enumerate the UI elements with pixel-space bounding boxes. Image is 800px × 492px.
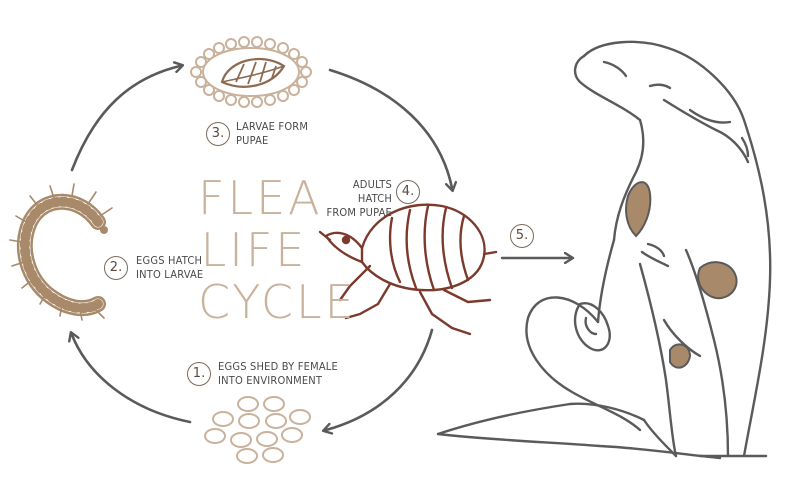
step-2-number-badge: 2. — [104, 256, 128, 280]
step-4-label: ADULTS HATCH FROM PUPAE — [316, 178, 392, 220]
step-1-number-badge: 1. — [187, 362, 211, 386]
step-5-number-badge: 5. — [510, 224, 534, 248]
step-1-label-line-1: EGGS SHED BY FEMALE — [218, 360, 338, 373]
cycle-arrow-icon — [70, 66, 180, 172]
step-4-label-line-2: FROM PUPAE — [326, 206, 392, 219]
step-3-number-badge: 3. — [206, 122, 230, 146]
step-1-label: EGGS SHED BY FEMALE INTO ENVIRONMENT — [218, 360, 338, 388]
cycle-arrow-icon — [328, 68, 452, 188]
step-3-label: LARVAE FORM PUPAE — [236, 120, 308, 148]
dog-spot — [625, 181, 738, 369]
step-2-label-line-2: INTO LARVAE — [136, 268, 204, 281]
larva-icon — [9, 183, 113, 321]
cycle-arrow-icon — [326, 328, 434, 430]
step-1-label-line-2: INTO ENVIRONMENT — [218, 374, 323, 387]
cycle-arrow-icon — [72, 335, 192, 424]
diagram-title: FLEA LIFE CYCLE — [198, 171, 357, 329]
dog-illustration — [436, 40, 772, 460]
step-3-label-line-1: LARVAE FORM — [236, 120, 309, 133]
step-4-label-line-1: ADULTS HATCH — [352, 178, 392, 205]
step-3-label-line-2: PUPAE — [236, 134, 269, 147]
title-line-1: FLEA — [198, 171, 323, 225]
pupa-cocoon-icon — [190, 36, 312, 108]
egg-cluster-icon — [204, 396, 311, 464]
adult-flea-icon — [318, 203, 498, 336]
step-4-number-badge: 4. — [396, 180, 420, 204]
step-2-label-line-1: EGGS HATCH — [136, 254, 203, 267]
step-2-label: EGGS HATCH INTO LARVAE — [136, 254, 203, 282]
title-line-2: LIFE — [200, 223, 308, 277]
title-line-3: CYCLE — [198, 275, 357, 329]
